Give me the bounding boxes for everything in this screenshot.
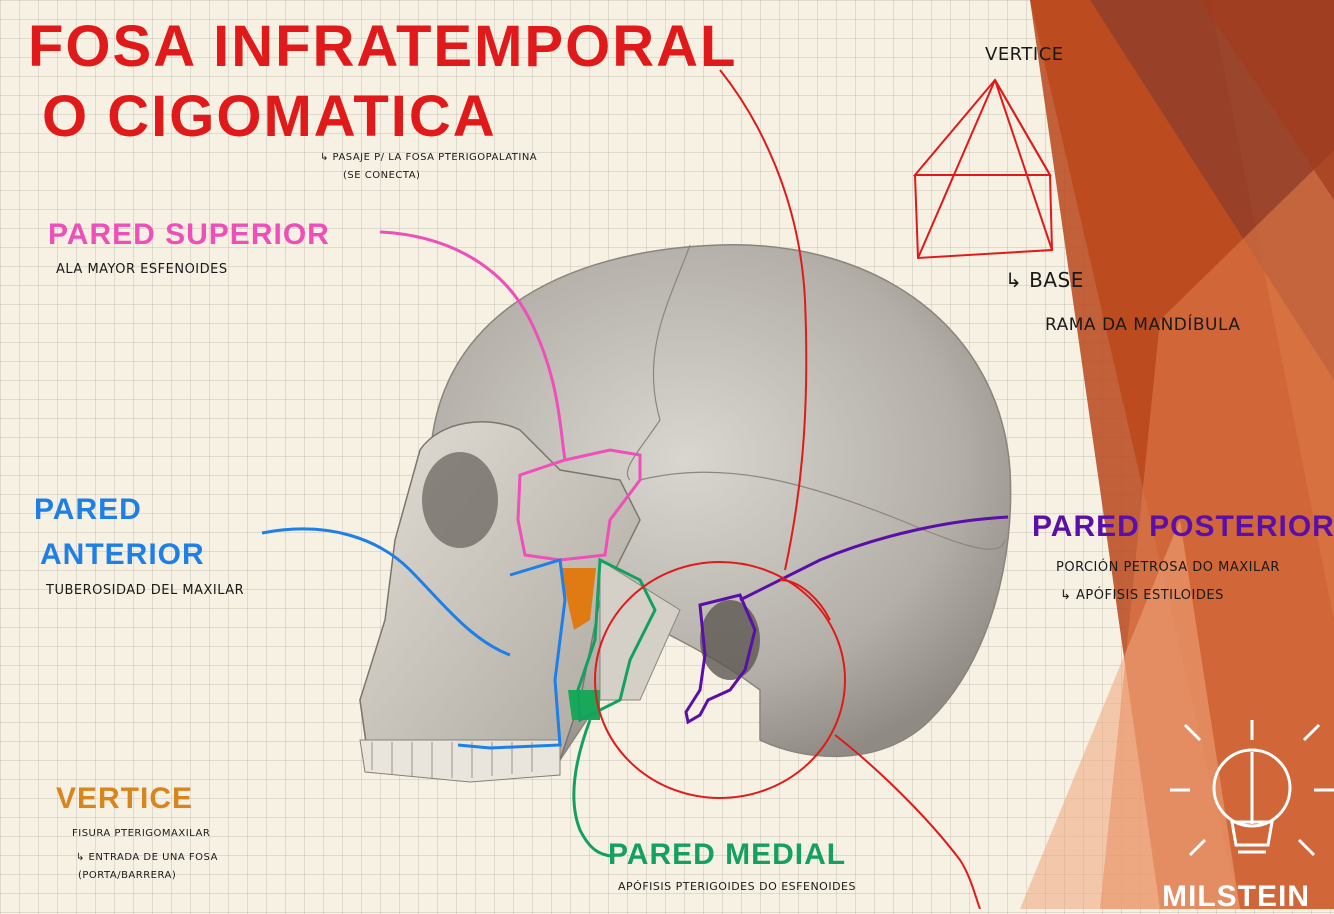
page-title-line1: FOSA INFRATEMPORAL: [28, 14, 738, 79]
brand-name: MILSTEIN: [1162, 880, 1310, 913]
vertex-desc1: FISURA PTERIGOMAXILAR: [72, 828, 211, 839]
superior-wall-desc: ALA MAYOR ESFENOIDES: [56, 262, 228, 277]
skull-illustration: [359, 244, 1012, 783]
posterior-wall-desc2: ↳ APÓFISIS ESTILOIDES: [1060, 588, 1224, 603]
superior-wall-outline: [379, 230, 642, 562]
pyramid-apex-label: VERTICE: [985, 44, 1064, 65]
posterior-wall-desc1: PORCIÓN PETROSA DO MAXILAR: [1056, 560, 1280, 575]
posterior-wall-outline: [684, 515, 1009, 725]
superior-wall-label: PARED SUPERIOR: [48, 218, 330, 251]
pyramid-sketch: [912, 78, 1054, 260]
anterior-wall-outline: [261, 527, 567, 750]
fossa-outline: [594, 561, 981, 909]
decorative-panel: [1020, 0, 1334, 909]
pyramid-base-desc: RAMA DA MANDÍBULA: [1045, 315, 1241, 335]
brand-logo-icon: [1170, 720, 1334, 857]
medial-wall-outline: [572, 557, 657, 858]
vertex-desc3: (PORTA/BARRERA): [78, 870, 177, 881]
anterior-wall-label-line1: PARED: [34, 493, 142, 526]
subtitle-line1: ↳ PASAJE P/ LA FOSA PTERIGOPALATINA: [320, 152, 538, 163]
medial-wall-desc: APÓFISIS PTERIGOIDES DO ESFENOIDES: [618, 880, 856, 893]
anterior-wall-label-line2: ANTERIOR: [40, 538, 205, 571]
subtitle-line2: (SE CONECTA): [343, 170, 421, 181]
vertex-label: VERTICE: [56, 782, 194, 815]
medial-wall-label: PARED MEDIAL: [608, 838, 847, 871]
pyramid-base-label: ↳ BASE: [1005, 268, 1084, 292]
posterior-wall-label: PARED POSTERIOR: [1032, 510, 1334, 543]
anterior-wall-desc: TUBEROSIDAD DEL MAXILAR: [46, 583, 245, 598]
vertex-desc2: ↳ ENTRADA DE UNA FOSA: [76, 852, 218, 863]
page-title-line2: O CIGOMATICA: [42, 84, 497, 149]
